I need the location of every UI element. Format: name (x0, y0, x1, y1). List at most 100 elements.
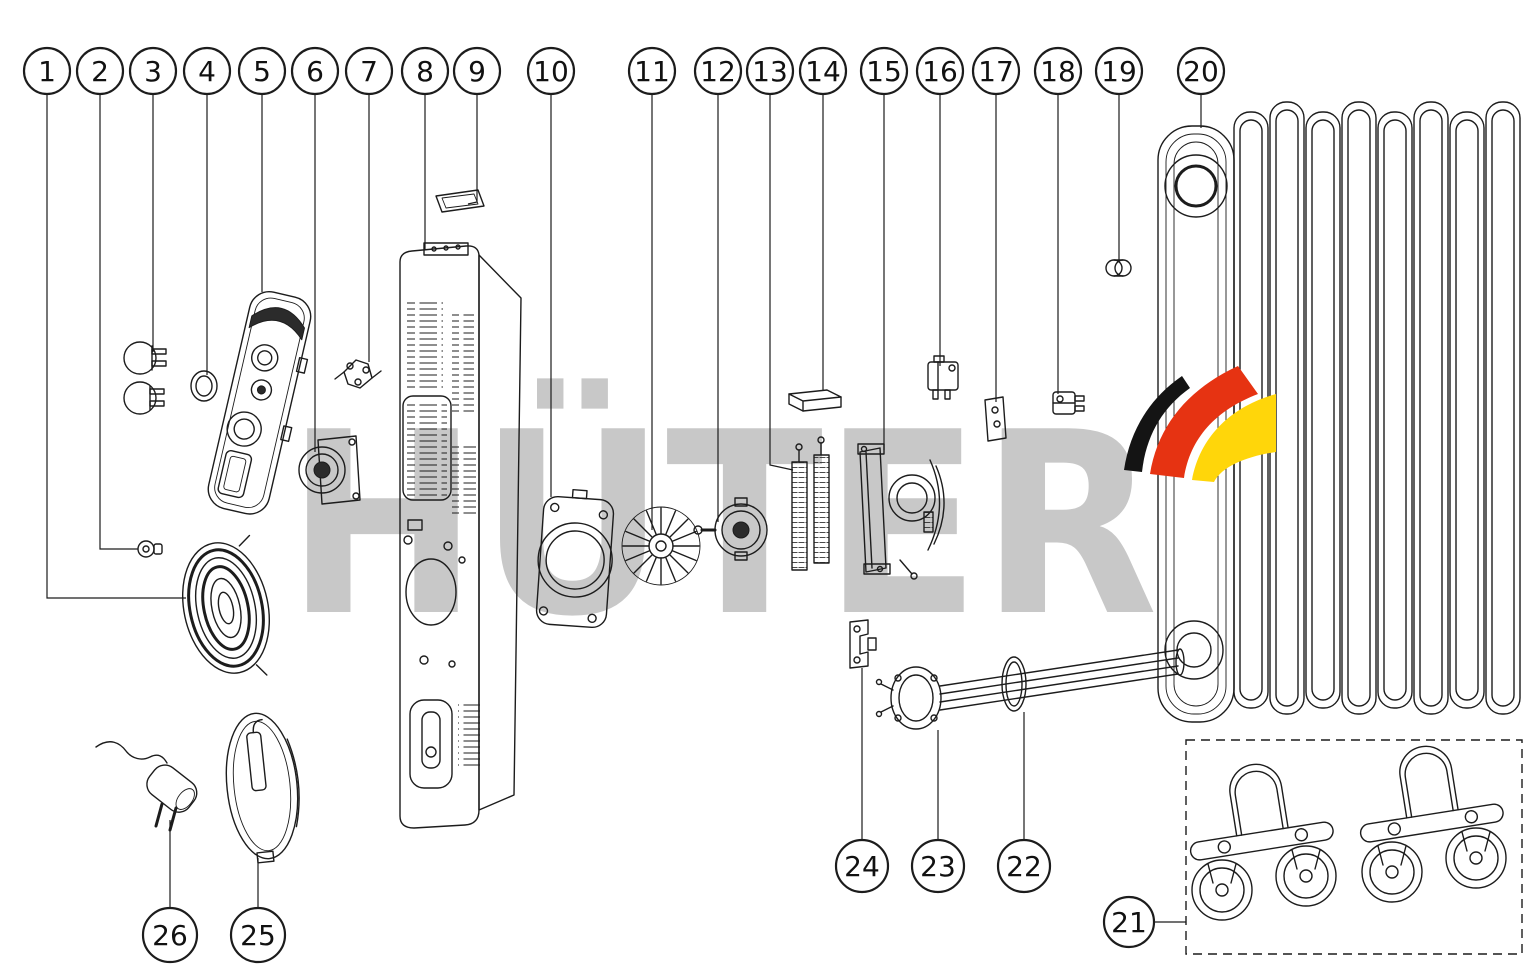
callout-number-15: 15 (866, 55, 902, 88)
callout-number-20: 20 (1183, 55, 1219, 88)
callout-23: 23 (910, 838, 966, 894)
part-24-thermostat-bracket (849, 619, 877, 669)
brand-logo-swoosh (1124, 366, 1276, 482)
callout-circle-16 (915, 46, 965, 96)
callout-number-9: 9 (468, 55, 486, 88)
callout-25: 25 (229, 906, 287, 964)
callout-circle-18 (1033, 46, 1083, 96)
part-17-plate (984, 396, 1007, 442)
callout-circle-22 (996, 838, 1052, 894)
callout-circle-24 (834, 838, 890, 894)
part-21-caster-kit (1177, 734, 1523, 955)
callout-15: 15 (859, 46, 909, 96)
callout-8: 8 (400, 46, 450, 96)
callout-number-6: 6 (306, 55, 324, 88)
part-18-connector (1052, 391, 1085, 415)
callout-24: 24 (834, 838, 890, 894)
callout-circle-7 (344, 46, 394, 96)
callout-12: 12 (693, 46, 743, 96)
callout-1: 1 (22, 46, 72, 96)
part-14-terminal-box (788, 389, 842, 412)
callout-number-10: 10 (533, 55, 569, 88)
callout-circle-8 (400, 46, 450, 96)
callout-leader-1 (46, 71, 186, 599)
part-13-heating-elements (791, 436, 830, 571)
callout-9: 9 (452, 46, 502, 96)
callout-number-1: 1 (38, 55, 56, 88)
callout-number-8: 8 (416, 55, 434, 88)
callout-10: 10 (526, 46, 576, 96)
callout-number-14: 14 (805, 55, 841, 88)
callout-number-16: 16 (922, 55, 958, 88)
part-9-top-plate (435, 189, 485, 213)
part-23-heater-rod (875, 648, 1185, 730)
callout-circle-15 (859, 46, 909, 96)
part-7-bracket (334, 359, 382, 389)
callout-number-25: 25 (240, 919, 276, 952)
callout-19: 19 (1094, 46, 1144, 96)
callout-number-7: 7 (360, 55, 378, 88)
callout-leader-13 (769, 71, 794, 471)
callout-circle-9 (452, 46, 502, 96)
callout-17: 17 (971, 46, 1021, 96)
part-26-power-cord (95, 741, 198, 832)
callout-number-24: 24 (844, 850, 880, 883)
callout-2: 2 (75, 46, 125, 96)
part-10-fan-frame (535, 488, 615, 629)
callout-11: 11 (627, 46, 677, 96)
part-5-control-panel (207, 290, 312, 515)
callout-14: 14 (798, 46, 848, 96)
logo-red-stripe (1150, 366, 1258, 478)
part-4-grommet (190, 370, 218, 402)
callout-circle-12 (693, 46, 743, 96)
callout-circle-25 (229, 906, 287, 964)
callout-circle-1 (22, 46, 72, 96)
callout-number-11: 11 (634, 55, 670, 88)
callout-circle-5 (237, 46, 287, 96)
callout-circle-19 (1094, 46, 1144, 96)
callout-26: 26 (141, 906, 199, 964)
callout-number-4: 4 (198, 55, 216, 88)
part-19-cap (1105, 259, 1132, 277)
callout-circle-20 (1176, 46, 1226, 96)
callout-circle-2 (75, 46, 125, 96)
callout-leader-2 (99, 71, 138, 550)
callout-circle-11 (627, 46, 677, 96)
part-12-fan-motor (693, 497, 768, 561)
callout-21: 21 (1102, 895, 1156, 949)
callout-circle-10 (526, 46, 576, 96)
part-20-radiator (1157, 101, 1521, 723)
callout-number-12: 12 (700, 55, 736, 88)
callout-5: 5 (237, 46, 287, 96)
callout-20: 20 (1176, 46, 1226, 96)
callout-circle-4 (182, 46, 232, 96)
callout-number-23: 23 (920, 850, 956, 883)
part-1-rear-disc (181, 534, 271, 676)
part-8-housing (399, 242, 522, 829)
part-16-switch (927, 355, 959, 400)
callout-7: 7 (344, 46, 394, 96)
callout-3: 3 (128, 46, 178, 96)
callout-circle-3 (128, 46, 178, 96)
callout-circle-17 (971, 46, 1021, 96)
callout-circle-23 (910, 838, 966, 894)
callout-18: 18 (1033, 46, 1083, 96)
parts-drawing (95, 101, 1523, 955)
callout-16: 16 (915, 46, 965, 96)
part-22-oring (1001, 656, 1027, 712)
logo-yellow-stripe (1192, 394, 1276, 482)
part-3-cutout-switches (123, 341, 167, 415)
callout-number-3: 3 (144, 55, 162, 88)
callout-circle-6 (290, 46, 340, 96)
callout-circle-13 (745, 46, 795, 96)
callout-number-22: 22 (1006, 850, 1042, 883)
part-11-fan-impeller (621, 506, 701, 586)
part-2-knob (137, 540, 163, 558)
callout-22: 22 (996, 838, 1052, 894)
callout-number-17: 17 (978, 55, 1014, 88)
part-25-side-cover (225, 712, 300, 864)
callout-circle-14 (798, 46, 848, 96)
callout-number-19: 19 (1101, 55, 1137, 88)
callout-number-21: 21 (1111, 906, 1147, 939)
